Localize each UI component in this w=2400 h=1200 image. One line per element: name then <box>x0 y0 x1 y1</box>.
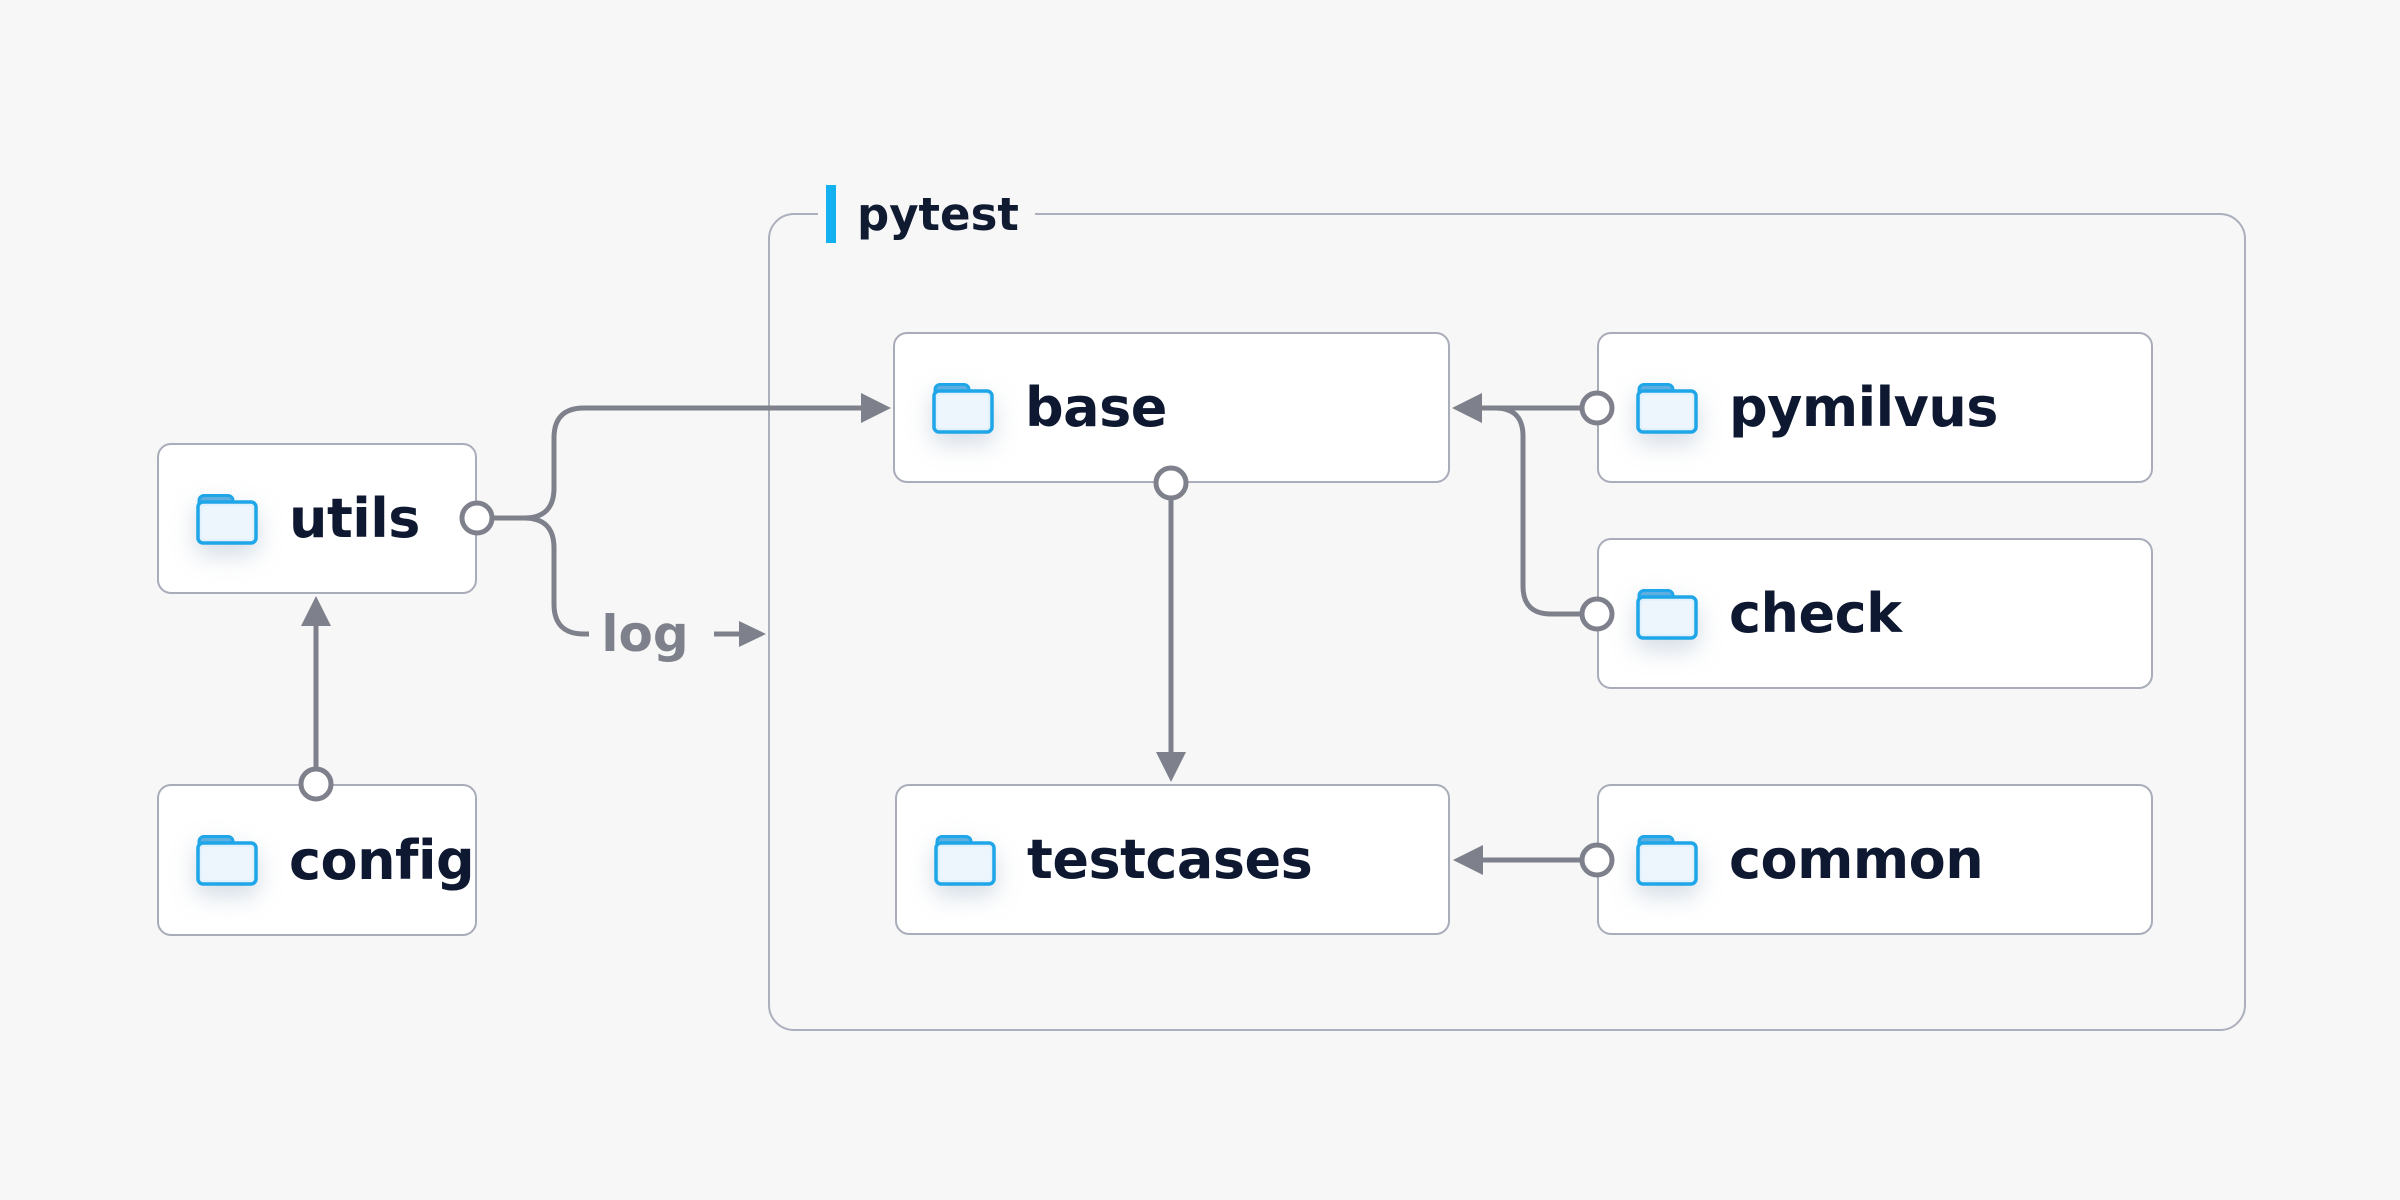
arrowhead-into-utils <box>301 596 331 626</box>
node-label: utils <box>289 487 420 550</box>
node-base: base <box>893 332 1450 483</box>
pytest-label: pytest <box>857 187 1019 241</box>
pytest-container: pytest <box>768 182 2246 1031</box>
node-utils: utils <box>157 443 477 594</box>
folder-icon <box>1636 834 1698 886</box>
edge-utils-log <box>523 515 589 637</box>
folder-icon <box>934 834 996 886</box>
node-pymilvus: pymilvus <box>1597 332 2153 483</box>
node-label: pymilvus <box>1729 376 1998 439</box>
arrowhead-log <box>739 621 766 647</box>
node-label: common <box>1729 828 1984 891</box>
node-label: base <box>1025 376 1167 439</box>
pytest-legend: pytest <box>818 182 1035 246</box>
folder-icon <box>196 493 258 545</box>
folder-icon <box>196 835 258 886</box>
folder-icon <box>1636 588 1698 640</box>
folder-icon <box>932 382 994 434</box>
node-config: config <box>157 784 477 936</box>
node-common: common <box>1597 784 2153 935</box>
node-check: check <box>1597 538 2153 689</box>
node-label: config <box>289 828 475 892</box>
edge-label-log: log <box>601 605 689 663</box>
node-label: testcases <box>1027 828 1313 891</box>
node-testcases: testcases <box>895 784 1450 935</box>
folder-icon <box>1636 382 1698 434</box>
node-label: check <box>1729 582 1902 645</box>
pytest-accent-bar <box>826 185 836 243</box>
